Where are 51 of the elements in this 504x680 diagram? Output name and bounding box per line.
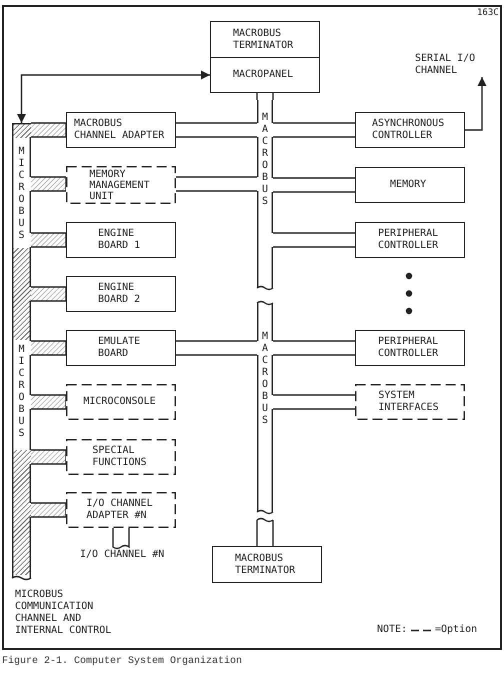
channel-label: I/O CHANNEL #N	[80, 549, 166, 563]
bus-caption: MICROBUS COMMUNICATION CHANNEL AND INTERNAL CONTROL	[15, 589, 112, 637]
component-box: ENGINE BOARD 1	[66, 222, 176, 258]
component-box: ASYNCHRONOUS CONTROLLER	[355, 112, 465, 148]
note-label: NOTE:	[377, 624, 408, 636]
hatched-bus-connection	[30, 502, 67, 518]
bus-connection	[112, 528, 130, 550]
component-box: PERIPHERAL CONTROLLER	[355, 222, 465, 258]
component-box: MEMORY	[355, 167, 465, 203]
hatched-bus-connection	[30, 394, 67, 410]
component-box: EMULATE BOARD	[66, 330, 176, 366]
bus-connection	[175, 122, 258, 138]
bus-connection	[256, 518, 274, 547]
bus-connection	[272, 122, 356, 138]
component-box: MACROBUS TERMINATOR	[210, 21, 320, 58]
component-box: SYSTEM INTERFACES	[355, 384, 465, 420]
bus-connection	[272, 232, 356, 248]
hatched-bus-connection	[30, 122, 67, 138]
arrow	[17, 70, 210, 123]
hatched-bus-connection	[30, 286, 67, 302]
bus-label: MACROBUS	[262, 331, 268, 427]
legend-text: =Option	[435, 624, 478, 636]
hatched-bus-connection	[30, 176, 67, 192]
channel-label: SERIAL I/O CHANNEL	[415, 53, 486, 77]
hatched-bus-band	[12, 123, 31, 581]
component-box: MEMORY MANAGEMENT UNIT	[66, 166, 176, 204]
component-box: MACROBUS TERMINATOR	[212, 546, 322, 583]
hatched-bus-connection	[30, 232, 67, 248]
bus-label: MICROBUS	[18, 344, 24, 440]
component-box: MICROCONSOLE	[66, 384, 176, 420]
figure-number: 163C	[477, 7, 499, 19]
bus-connection	[256, 92, 274, 101]
bus-connection	[175, 340, 258, 356]
bus-bar	[257, 100, 273, 291]
bus-connection	[272, 177, 356, 193]
component-box: SPECIAL FUNCTIONS	[66, 439, 176, 475]
arrow	[465, 77, 486, 131]
component-box: MACROBUS CHANNEL ADAPTER	[66, 112, 176, 148]
hatched-bus-connection	[30, 449, 67, 465]
component-box: PERIPHERAL CONTROLLER	[355, 330, 465, 366]
figure-caption: Figure 2-1. Computer System Organization	[2, 656, 242, 668]
bus-label: MACROBUS	[262, 112, 268, 208]
bus-bar	[257, 300, 273, 515]
component-box: ENGINE BOARD 2	[66, 276, 176, 312]
hatched-bus-connection	[30, 340, 67, 356]
bus-connection	[175, 176, 258, 192]
bus-connection	[272, 340, 356, 356]
bus-connection	[272, 394, 356, 410]
component-box: I/O CHANNEL ADAPTER #N	[66, 492, 176, 528]
component-box: MACROPANEL	[210, 57, 320, 93]
bus-label: MICROBUS	[18, 146, 24, 242]
